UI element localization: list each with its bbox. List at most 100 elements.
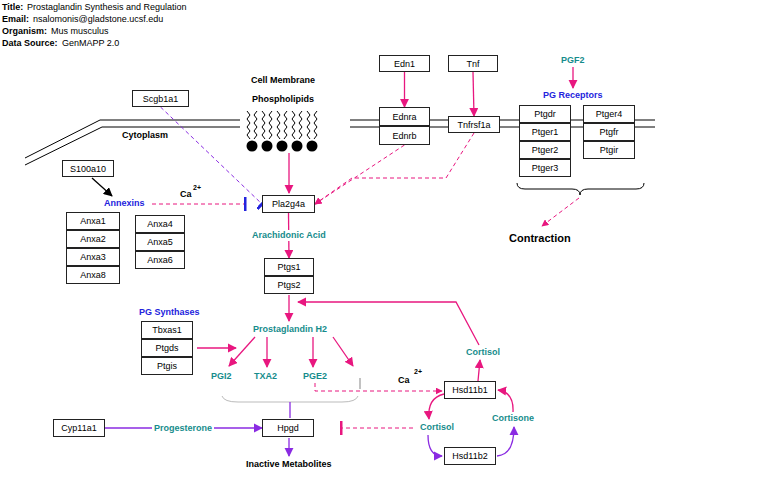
pathway-label: Ca bbox=[398, 375, 410, 386]
gene-name: Tnfrsf1a bbox=[457, 120, 490, 130]
grey-bar bbox=[359, 378, 360, 389]
gene-name: Ptgds bbox=[155, 343, 178, 353]
pathway-label: Prostaglandin H2 bbox=[253, 324, 327, 335]
header-text: GenMAPP 2.0 bbox=[62, 38, 119, 49]
pathway-connector bbox=[404, 72, 405, 107]
header-text: Organism: bbox=[2, 26, 47, 37]
hsd11b1-cortisol-up bbox=[478, 360, 480, 381]
pathway-label: 2+ bbox=[193, 184, 201, 192]
gene-name: Tnf bbox=[466, 59, 479, 69]
header-text: Title: bbox=[2, 2, 23, 13]
gene-box: Ptgs1 bbox=[264, 258, 314, 276]
gene-name: Edn1 bbox=[394, 59, 415, 69]
gene-box: Tbxas1 bbox=[141, 321, 193, 339]
gene-box: Ptgds bbox=[141, 339, 193, 357]
pathway-label: PGF2 bbox=[561, 55, 585, 66]
gene-box: Anxa3 bbox=[66, 248, 120, 266]
cortisol-inhibition bbox=[341, 428, 413, 429]
gene-box: Pla2g4a bbox=[262, 195, 315, 213]
metabolite-label: Progesterone bbox=[152, 423, 214, 434]
gene-name: Anxa6 bbox=[147, 255, 173, 265]
metabolite-label: Arachidonic Acid bbox=[250, 230, 328, 241]
gene-name: Ptger4 bbox=[596, 109, 623, 119]
gene-box: Anxa4 bbox=[135, 215, 185, 233]
gene-name: Tbxas1 bbox=[152, 325, 182, 335]
phospholipid bbox=[307, 111, 318, 152]
gene-box: Anxa2 bbox=[66, 230, 120, 248]
pathway-label: Cell Membrane bbox=[251, 75, 315, 86]
pathway-label: Cytoplasm bbox=[122, 130, 168, 141]
pathway-connector bbox=[473, 72, 474, 116]
contraction-arrow bbox=[542, 198, 579, 226]
gene-name: Anxa5 bbox=[147, 237, 173, 247]
gene-box: Tnf bbox=[448, 55, 498, 72]
header-text: Mus musculus bbox=[51, 26, 109, 37]
pathway-label: PG Receptors bbox=[543, 90, 603, 101]
gene-name: S100a10 bbox=[70, 164, 106, 174]
gene-name: Scgb1a1 bbox=[143, 94, 179, 104]
pathway-label: Annexins bbox=[104, 198, 145, 209]
cortisol-feedback bbox=[298, 302, 479, 345]
gene-box: Cyp11a1 bbox=[53, 419, 105, 437]
pathway-label: Ca bbox=[180, 189, 192, 200]
header-text: Email: bbox=[2, 14, 29, 25]
pathway-label: Cortisol bbox=[420, 422, 454, 433]
pathway-label: Phospholipids bbox=[252, 94, 314, 105]
pgh2-arrow bbox=[229, 337, 255, 366]
synthase-arrow bbox=[197, 347, 236, 348]
gene-name: Ptgs2 bbox=[277, 280, 300, 290]
pathway-label: TXA2 bbox=[254, 371, 277, 382]
gene-name: Ednra bbox=[392, 112, 416, 122]
pathway-label: PG Synthases bbox=[139, 307, 200, 318]
gene-box: Scgb1a1 bbox=[132, 90, 189, 107]
header-text: Data Source: bbox=[2, 38, 58, 49]
hpgd-arrow bbox=[288, 438, 289, 456]
gene-name: Ptgis bbox=[157, 361, 177, 371]
gene-box: Hsd11b2 bbox=[444, 447, 496, 465]
gene-box: Ednrb bbox=[379, 126, 430, 145]
ptgs-arrow bbox=[288, 295, 289, 321]
pathway-label: PGI2 bbox=[211, 371, 232, 382]
gene-box: Ptgs2 bbox=[264, 276, 314, 294]
gene-box: Ptgdr bbox=[519, 105, 571, 123]
s100a10-arrow bbox=[92, 178, 112, 196]
phospholipid bbox=[262, 111, 273, 152]
phospholipid bbox=[247, 111, 258, 152]
gene-box: Ednra bbox=[379, 107, 430, 126]
gene-box: Ptger2 bbox=[519, 141, 571, 159]
gene-name: Ednrb bbox=[392, 131, 416, 141]
gene-box: Ptger4 bbox=[583, 105, 635, 123]
gene-box: Ptgir bbox=[583, 141, 635, 159]
gene-box: Hpgd bbox=[262, 419, 314, 437]
gene-box: Ptgis bbox=[141, 357, 193, 375]
gene-name: Ptgdr bbox=[534, 109, 556, 119]
gene-box: Anxa8 bbox=[66, 266, 120, 284]
gene-name: Hsd11b2 bbox=[452, 451, 487, 461]
gene-name: Ptger3 bbox=[532, 163, 559, 173]
pgf2-arrow bbox=[572, 67, 573, 88]
pathway-label: Inactive Metabolites bbox=[246, 459, 332, 470]
phospholipid bbox=[277, 111, 288, 152]
pathway-label: Cortisol bbox=[466, 347, 500, 358]
annexin-inhibition bbox=[152, 204, 245, 205]
pge2-dashed bbox=[315, 383, 442, 391]
receptor-brace bbox=[517, 183, 644, 195]
cortisone-hsd11b1 bbox=[498, 390, 513, 412]
membrane-line bbox=[25, 120, 655, 158]
gene-name: Cyp11a1 bbox=[61, 423, 96, 433]
hsd11b1-cortisol bbox=[429, 394, 444, 419]
gene-name: Hpgd bbox=[277, 423, 299, 433]
pathway-label: PGE2 bbox=[303, 371, 327, 382]
pgh2-arrow bbox=[312, 337, 313, 367]
phospholipid bbox=[292, 111, 303, 152]
gene-box: Anxa5 bbox=[135, 233, 185, 251]
prostaglandin-bracket bbox=[222, 396, 358, 402]
gene-box: Ptger3 bbox=[519, 159, 571, 177]
pathway-connector bbox=[161, 107, 263, 204]
pathway-label: 2+ bbox=[414, 368, 422, 376]
gene-name: Hsd11b1 bbox=[452, 385, 487, 395]
gene-box: Edn1 bbox=[379, 55, 430, 72]
gene-name: Ptgfr bbox=[599, 127, 618, 137]
gene-name: Anxa3 bbox=[80, 252, 106, 262]
